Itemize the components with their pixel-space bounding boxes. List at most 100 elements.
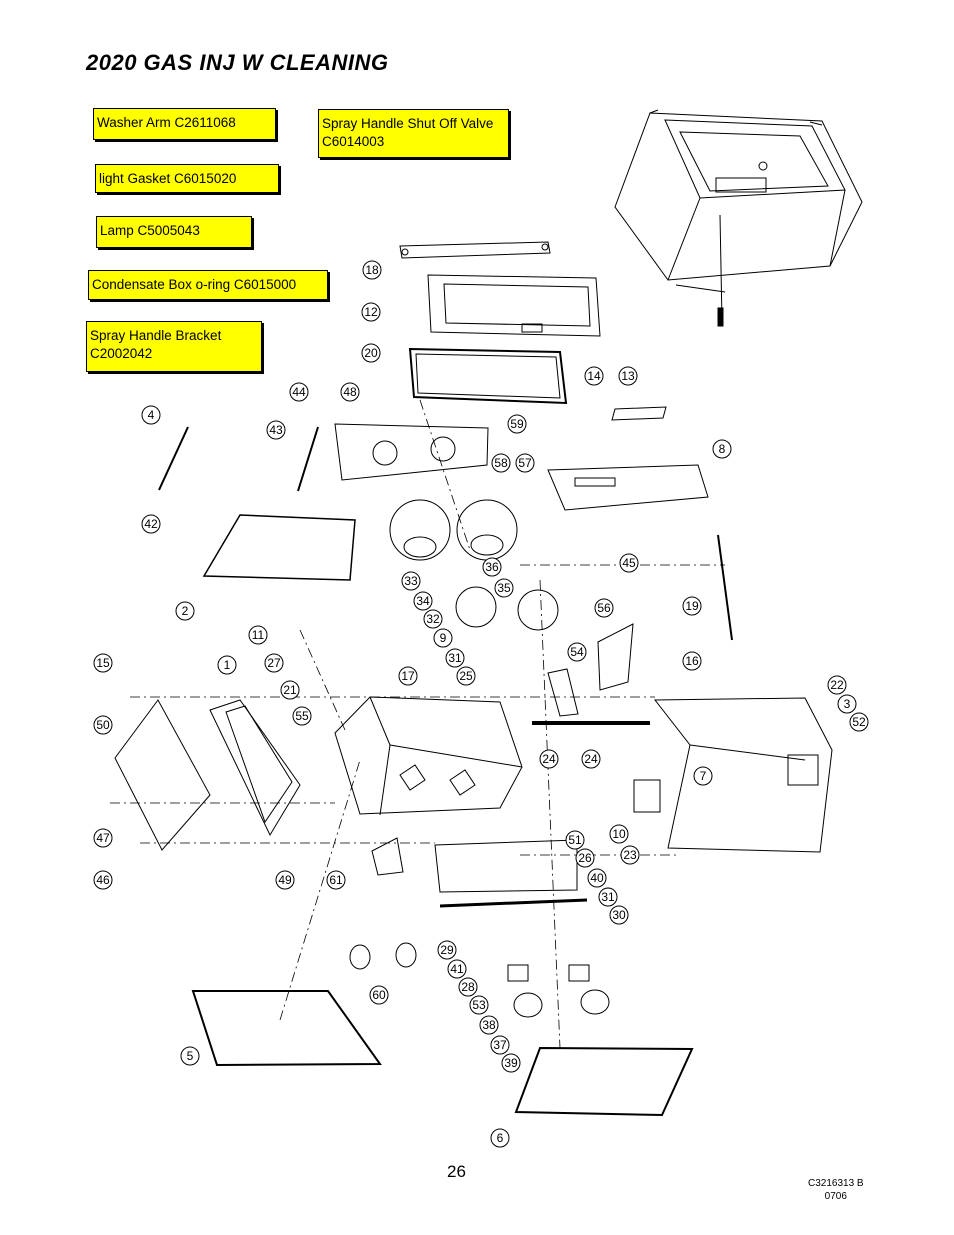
note-washer-arm: Washer Arm C2611068 [93,108,276,140]
note-light-gasket: light Gasket C6015020 [95,164,279,193]
callout-42: 42 [141,514,161,534]
callout-21: 21 [280,680,300,700]
svg-text:46: 46 [96,873,110,887]
rear-bracket-18 [399,241,551,259]
bottom-panel-5 [191,990,382,1067]
frame-16 [653,697,833,853]
callout-51: 51 [565,830,585,850]
side-panel-50 [114,699,211,851]
callout-49: 49 [275,870,295,890]
svg-text:15: 15 [96,656,110,670]
callout-35: 35 [494,578,514,598]
callout-45: 45 [619,553,639,573]
svg-text:38: 38 [482,1018,496,1032]
callout-22: 22 [827,675,847,695]
callout-61: 61 [326,870,346,890]
control-panel-8 [547,464,709,511]
door-glass-20 [408,347,568,405]
svg-text:53: 53 [472,998,486,1012]
callout-50: 50 [93,715,113,735]
callout-14: 14 [584,366,604,386]
svg-text:28: 28 [461,980,475,994]
svg-text:24: 24 [584,752,598,766]
callout-19: 19 [682,596,702,616]
svg-text:59: 59 [510,417,524,431]
callout-55: 55 [292,706,312,726]
callout-59: 59 [507,414,527,434]
page-number: 26 [447,1162,466,1181]
svg-text:34: 34 [416,594,430,608]
callout-10: 10 [609,824,629,844]
callout-31a: 31 [445,648,465,668]
burner-tubes-58-57 [389,499,518,561]
svg-text:6: 6 [497,1131,504,1145]
svg-text:58: 58 [494,456,508,470]
svg-text:43: 43 [269,423,283,437]
callout-18: 18 [362,260,382,280]
callout-2: 2 [175,601,195,621]
callout-58: 58 [491,453,511,473]
document-code: C3216313 B 0706 [808,1177,864,1203]
callout-29: 29 [437,940,457,960]
svg-text:48: 48 [343,385,357,399]
svg-text:50: 50 [96,718,110,732]
drip-tray-54 [547,668,579,717]
svg-text:44: 44 [292,385,306,399]
svg-text:54: 54 [570,645,584,659]
svg-text:57: 57 [518,456,532,470]
svg-text:45: 45 [622,556,636,570]
callout-9: 9 [433,628,453,648]
svg-text:37: 37 [493,1038,507,1052]
callout-27: 27 [264,653,284,673]
svg-text:33: 33 [404,574,418,588]
callout-11: 11 [248,625,268,645]
svg-text:56: 56 [597,601,611,615]
igniter-60 [349,942,417,970]
bottom-panel-6 [514,1046,694,1117]
callout-41: 41 [447,959,467,979]
callout-3: 3 [837,694,857,714]
svg-text:41: 41 [450,962,464,976]
svg-text:49: 49 [278,873,292,887]
svg-text:55: 55 [295,709,309,723]
valves-53 [513,989,610,1018]
callout-57: 57 [515,453,535,473]
oven-cavity-55 [334,696,523,816]
svg-text:22: 22 [830,678,844,692]
page-title: 2020 GAS INJ W CLEANING [86,50,389,75]
svg-text:40: 40 [590,871,604,885]
assembled-oven-illustration [614,109,863,327]
control-box-51 [434,839,578,893]
callout-54: 54 [567,642,587,662]
callout-15: 15 [93,653,113,673]
svg-text:61: 61 [329,873,343,887]
svg-text:19: 19 [685,599,699,613]
svg-text:52: 52 [852,715,866,729]
callout-43: 43 [266,420,286,440]
svg-text:31: 31 [601,890,615,904]
rails-40 [439,898,588,908]
door-frame-12 [427,274,601,337]
side-panel-1 [209,699,301,837]
callout-53: 53 [469,995,489,1015]
svg-text:18: 18 [365,263,379,277]
svg-text:13: 13 [621,369,635,383]
svg-text:39: 39 [504,1056,518,1070]
callout-34: 34 [413,591,433,611]
svg-text:29: 29 [440,943,454,957]
svg-text:16: 16 [685,654,699,668]
callout-20: 20 [361,343,381,363]
svg-text:32: 32 [426,612,440,626]
svg-text:17: 17 [401,669,415,683]
svg-text:12: 12 [364,305,378,319]
callout-56: 56 [594,598,614,618]
callout-37: 37 [490,1035,510,1055]
callout-8: 8 [712,439,732,459]
panel-56 [597,623,634,691]
callout-33: 33 [401,571,421,591]
callout-6: 6 [490,1128,510,1148]
note-spray-valve: Spray Handle Shut Off Valve C6014003 [318,109,509,158]
callout-4: 4 [141,405,161,425]
note-condensate: Condensate Box o-ring C6015000 [88,270,328,300]
